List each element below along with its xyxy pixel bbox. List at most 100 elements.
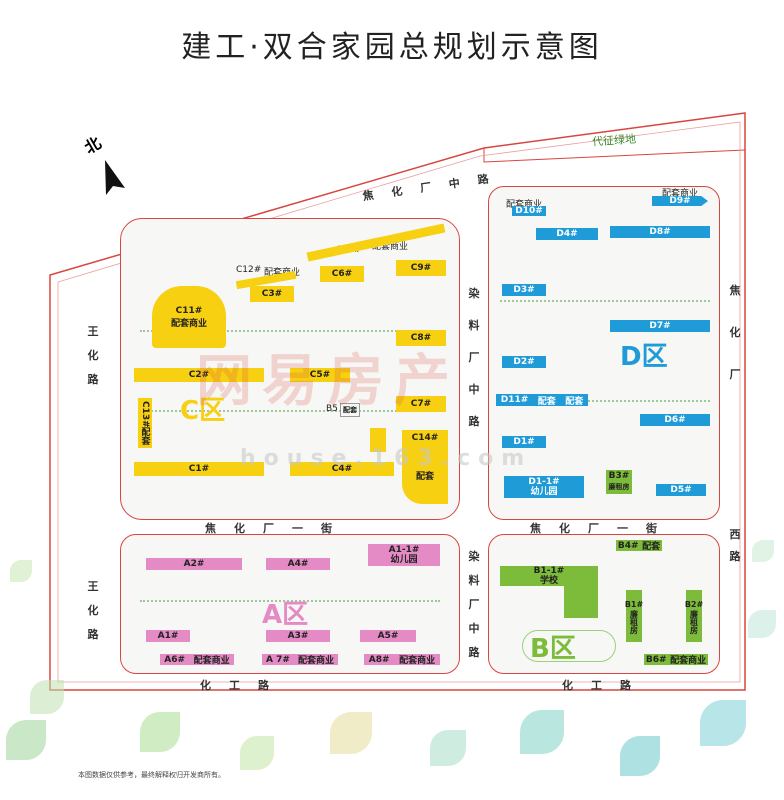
page-title: 建工·双合家园总规划示意图	[181, 30, 603, 65]
building-d10[interactable]: D10#	[512, 206, 546, 216]
building-a3-label: A3#	[287, 631, 309, 641]
building-b1-1-wing[interactable]	[564, 586, 598, 618]
building-c2[interactable]: C2#	[134, 368, 264, 382]
building-a8-label: A8#	[368, 654, 390, 665]
building-b2[interactable]: B2# 廉租房	[684, 590, 704, 642]
road-label-right-lower: 西路	[729, 528, 741, 563]
building-a1-1[interactable]: A1-1# 幼儿园	[368, 544, 440, 566]
building-d1-label: D1#	[513, 437, 535, 447]
building-d11-sub2: 配套	[565, 396, 584, 407]
building-d1-1[interactable]: D1-1# 幼儿园	[504, 476, 584, 498]
building-b1[interactable]: B1# 廉租房	[624, 590, 644, 642]
building-a3[interactable]: A3#	[266, 630, 330, 642]
building-d1[interactable]: D1#	[502, 436, 546, 448]
building-c5-label: C5#	[309, 370, 331, 380]
building-d11-sub: 配套	[537, 396, 556, 407]
building-b2-label: B2#	[684, 599, 704, 609]
road-label-right-upper: 焦化厂	[729, 284, 741, 381]
tree-row	[140, 410, 440, 415]
building-d11-label: D11#	[500, 395, 529, 405]
leaf-decoration	[6, 720, 46, 760]
building-a5[interactable]: A5#	[360, 630, 416, 642]
green-belt-label: 代征绿地	[591, 132, 637, 149]
building-c14-annex[interactable]	[370, 428, 386, 452]
building-a1-label: A1#	[157, 631, 179, 641]
building-d7[interactable]: D7#	[610, 320, 710, 332]
building-a6-sub: 配套商业	[193, 656, 230, 666]
building-a8-sub: 配套商业	[399, 656, 436, 666]
building-c4[interactable]: C4#	[290, 462, 394, 476]
building-b6[interactable]: B6#配套商业	[644, 654, 708, 666]
building-b4[interactable]: B4#配套	[616, 540, 662, 552]
building-d10-label: D10#	[515, 206, 543, 216]
building-c11-label: C11#	[175, 305, 203, 316]
building-d6[interactable]: D6#	[640, 414, 710, 426]
building-c4-label: C4#	[331, 464, 353, 474]
building-c14[interactable]: C14#	[402, 430, 448, 446]
building-a6[interactable]: A6#配套商业	[160, 654, 234, 666]
building-a4-label: A4#	[287, 559, 309, 569]
building-b6-label: B6#	[645, 654, 667, 665]
leaf-decoration	[620, 736, 660, 776]
road-label-left-lower: 王化路	[87, 580, 99, 641]
building-a1-1-label: A1-1#	[388, 545, 420, 555]
building-c8[interactable]: C8#	[396, 330, 446, 346]
building-d3-label: D3#	[513, 285, 535, 295]
building-a1-1-sub: 幼儿园	[390, 555, 418, 565]
building-c11-sub: 配套商业	[170, 318, 207, 329]
zone-c-label: C区	[180, 396, 226, 426]
building-b5-label: B5	[326, 404, 338, 414]
tree-row	[140, 330, 440, 335]
building-a1[interactable]: A1#	[146, 630, 190, 642]
building-b3-label: B3#	[608, 471, 630, 481]
building-c7[interactable]: C7#	[396, 396, 446, 412]
building-a8[interactable]: A8# 配套商业	[364, 654, 440, 666]
leaf-decoration	[240, 736, 274, 770]
building-c1[interactable]: C1#	[134, 462, 264, 476]
building-b5[interactable]: 配套	[340, 403, 360, 417]
building-b3[interactable]: B3# 廉租房	[606, 470, 632, 494]
building-d8[interactable]: D8#	[610, 226, 710, 238]
building-c14-podium[interactable]: 配套	[402, 446, 448, 504]
leaf-decoration	[330, 712, 372, 754]
building-c9-label: C9#	[410, 263, 432, 273]
building-d5[interactable]: D5#	[656, 484, 706, 496]
road-label-center-lower: 染料厂中路	[468, 550, 480, 659]
building-c5[interactable]: C5#	[290, 368, 350, 382]
building-b1-1[interactable]: B1-1# 学校	[500, 566, 598, 586]
building-c6[interactable]: C6#	[320, 266, 364, 282]
building-c3[interactable]: C3#	[250, 286, 294, 302]
building-b2-sub: 廉租房	[689, 609, 699, 634]
road-label-left-upper: 王化路	[87, 325, 99, 386]
building-c12-label: C12#	[236, 265, 262, 275]
building-c1-label: C1#	[188, 464, 210, 474]
building-c14-sub: 配套	[415, 471, 434, 482]
road-label-middle-left: 焦化厂一街	[205, 522, 350, 535]
building-b3-sub: 廉租房	[608, 483, 630, 491]
building-d9[interactable]: D9#	[652, 196, 708, 206]
building-c9[interactable]: C9#	[396, 260, 446, 276]
building-d2[interactable]: D2#	[502, 356, 546, 368]
building-c10-sub: 配套商业	[372, 242, 409, 252]
road-label-middle-right: 焦化厂一街	[530, 522, 675, 535]
building-a7[interactable]: A 7#配套商业	[262, 654, 338, 666]
leaf-decoration	[140, 712, 180, 752]
building-d4[interactable]: D4#	[536, 228, 598, 240]
leaf-decoration	[520, 710, 564, 754]
building-d3[interactable]: D3#	[502, 284, 546, 296]
building-d11[interactable]: D11# 配套 配套	[496, 394, 588, 407]
building-a2[interactable]: A2#	[146, 558, 242, 570]
building-a7-sub: 配套商业	[297, 656, 334, 666]
building-c2-label: C2#	[188, 370, 210, 380]
building-c11[interactable]: C11# 配套商业	[152, 286, 226, 348]
building-d1-1-label: D1-1#	[528, 477, 560, 487]
building-b1-label: B1#	[624, 599, 644, 609]
building-d6-label: D6#	[664, 415, 686, 425]
building-c13[interactable]: C13#配套	[138, 398, 152, 448]
road-label-center-upper: 染料厂中路	[468, 287, 480, 428]
building-a5-label: A5#	[377, 631, 399, 641]
building-a4[interactable]: A4#	[266, 558, 330, 570]
building-d5-label: D5#	[670, 485, 692, 495]
building-b4-sub: 配套	[642, 542, 661, 552]
building-d4-label: D4#	[556, 229, 578, 239]
